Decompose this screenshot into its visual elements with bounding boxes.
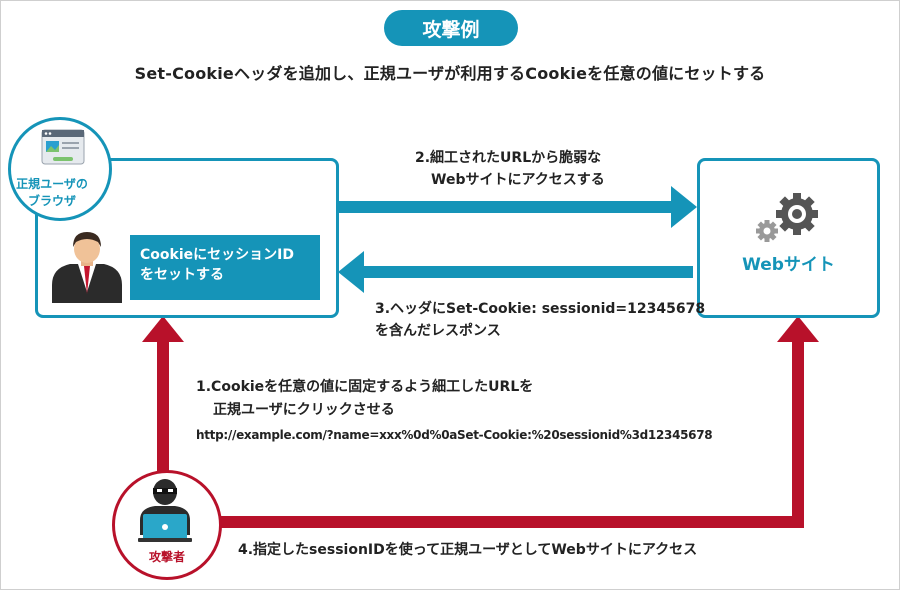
arrow-browser-to-web [339,186,697,228]
step1-line2: 正規ユーザにクリックさせる [213,402,395,418]
website-label: Webサイト [742,255,835,275]
browser-label-line2: ブラウザ [27,194,76,208]
browser-label: 正規ユーザの ブラウザ [0,176,104,210]
browser-badge [8,117,112,221]
arrow-web-to-browser [338,251,693,293]
step2-line2: Webサイトにアクセスする [431,172,605,188]
website-box [697,158,880,318]
subtitle: Set-Cookieヘッダを追加し、正規ユーザが利用するCookieを任意の値に… [134,64,766,83]
cookie-set-line1: CookieにセッションID [140,247,294,263]
arrow-attacker-to-browser [142,316,184,472]
step2-line1: 2.細工されたURLから脆弱な [415,150,602,166]
browser-window-icon [41,129,85,165]
step3-line2: を含んだレスポンス [375,323,501,339]
browser-label-line1: 正規ユーザの [16,177,88,191]
step1-url: http://example.com/?name=xxx%0d%0aSet-Co… [196,428,713,442]
arrow-attacker-to-web [218,316,819,528]
cookie-set-line2: をセットする [140,267,224,283]
attacker-label: 攻撃者 [148,550,185,564]
step1-line1: 1.Cookieを任意の値に固定するよう細工したURLを [196,379,534,395]
page-title: 攻撃例 [384,10,518,46]
cookie-set-box: CookieにセッションID をセットする [130,235,320,300]
step4-text: 4.指定したsessionIDを使って正規ユーザとしてWebサイトにアクセス [238,542,698,558]
step3-line1: 3.ヘッダにSet-Cookie: sessionid=12345678 [375,301,706,317]
